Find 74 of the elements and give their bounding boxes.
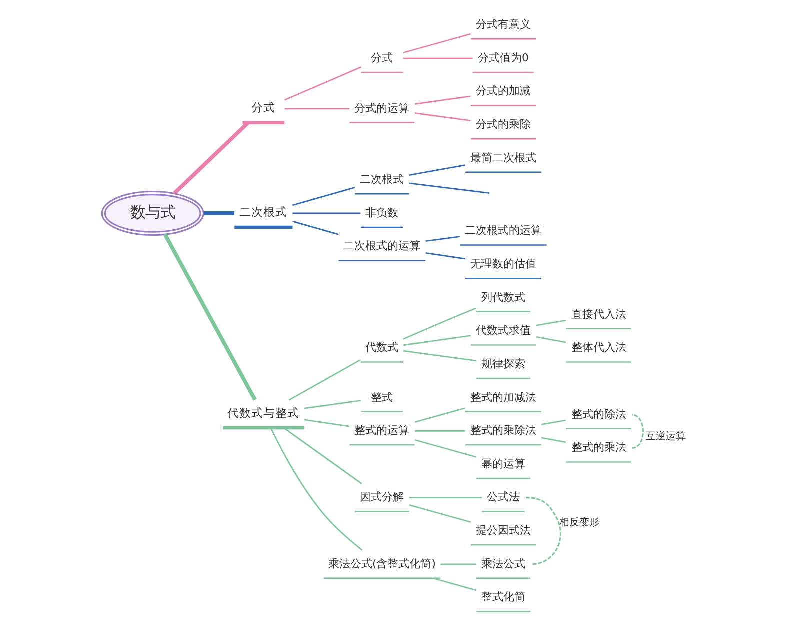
- node-text: 整式的乘除法: [470, 424, 536, 438]
- connector: [288, 359, 360, 401]
- connector: [409, 497, 482, 499]
- node-text: 分式: [251, 102, 276, 115]
- node-text: 直接代入法: [570, 308, 626, 321]
- node-text: 列代数式: [480, 290, 525, 304]
- node-text: 二次根式: [239, 206, 288, 220]
- connector: [402, 308, 476, 340]
- connector: [292, 187, 355, 206]
- connector: [162, 234, 256, 401]
- connector: [408, 504, 471, 523]
- connector: [402, 58, 472, 60]
- connector: [414, 439, 476, 458]
- node-text: 规律探索: [480, 357, 525, 370]
- connector: [414, 112, 470, 122]
- connector: [292, 220, 338, 236]
- connector: [540, 420, 566, 426]
- connector: [525, 497, 561, 566]
- node-text: 分式有意义: [475, 18, 530, 32]
- node-text: 分式: [370, 51, 393, 64]
- node-text: 二次根式: [360, 173, 404, 186]
- connector: [304, 400, 361, 410]
- connector: [402, 33, 470, 54]
- node-text: 整式化简: [480, 590, 525, 604]
- node-text: 整体代入法: [570, 341, 626, 354]
- node-text: 无理数的估值: [470, 257, 536, 270]
- connector: [270, 428, 362, 551]
- connector: [540, 437, 566, 444]
- connector: [536, 320, 566, 326]
- node-text: 提公因式法: [475, 524, 530, 538]
- node-text: 整式的加减法: [470, 390, 536, 404]
- node-text: 整式的运算: [354, 424, 410, 438]
- connector: [172, 122, 249, 195]
- connector: [440, 564, 476, 566]
- connector: [631, 414, 644, 450]
- node-text: 分式的运算: [354, 102, 410, 115]
- node-text: 代数式: [365, 341, 398, 354]
- node-text: 乘法公式(含整式化简): [328, 557, 436, 570]
- node-text: 公式法: [486, 490, 520, 504]
- connector: [292, 212, 360, 214]
- node-text: 分式的加减: [475, 84, 530, 98]
- node-text: 整式: [370, 390, 393, 404]
- node-text: 二次根式的运算: [464, 224, 542, 238]
- connector: [408, 164, 465, 176]
- connector: [408, 182, 490, 194]
- connector: [414, 96, 470, 106]
- edge-label: 相反变形: [558, 518, 599, 529]
- node-text: 代数式与整式: [227, 406, 300, 420]
- node-text: 最简二次根式: [470, 151, 536, 164]
- node-text: 代数式求值: [475, 324, 530, 338]
- node-text: 因式分解: [360, 490, 404, 504]
- node-text: 整式的除法: [570, 408, 626, 421]
- connector: [284, 108, 350, 110]
- connector: [432, 578, 476, 592]
- connector: [284, 66, 362, 101]
- connector: [203, 212, 234, 216]
- node-text: 幂的运算: [480, 457, 525, 470]
- connector: [425, 236, 460, 242]
- connector: [402, 350, 476, 362]
- connector: [304, 419, 350, 428]
- node-text: 二次根式的运算: [343, 240, 420, 253]
- connector: [414, 430, 465, 432]
- node-text: 分式值为0: [478, 51, 528, 64]
- connector: [425, 252, 466, 260]
- node-text: 乘法公式: [480, 557, 525, 570]
- connector: [402, 335, 471, 346]
- node-text: 整式的乘法: [570, 441, 626, 454]
- edge-label: 互逆运算: [646, 432, 686, 443]
- node-ellipse: 数与式: [100, 190, 204, 236]
- connector: [414, 408, 466, 423]
- node-text: 非负数: [365, 206, 398, 220]
- node-text: 分式的乘除: [475, 118, 530, 132]
- connector: [283, 428, 362, 484]
- connector: [536, 336, 566, 344]
